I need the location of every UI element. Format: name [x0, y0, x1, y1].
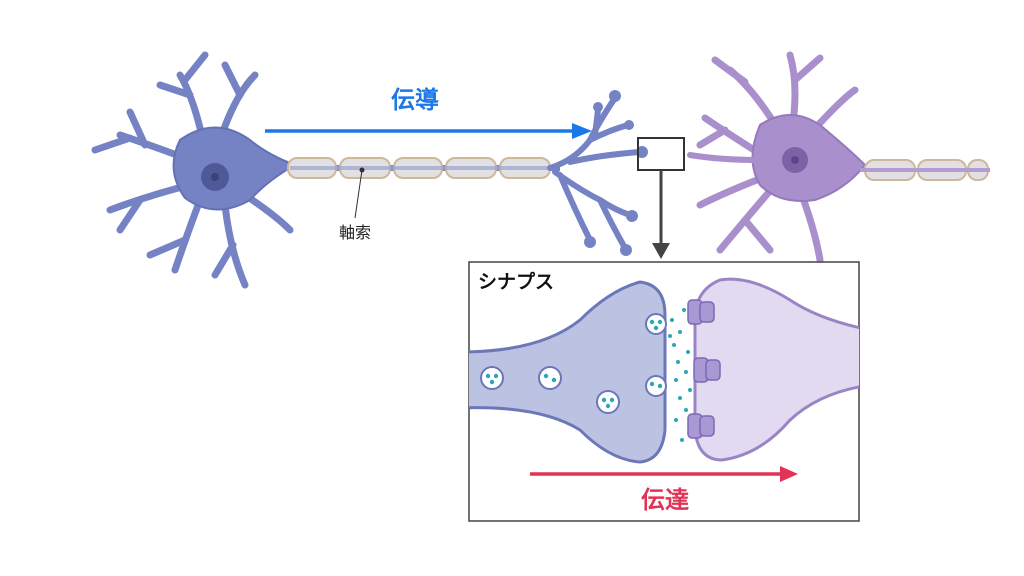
axon-leader-line [354, 169, 363, 219]
synapse-detail-panel: シナプス 伝達 [468, 261, 860, 522]
receptor-icon-2 [693, 357, 721, 383]
axon-terminals [547, 95, 643, 251]
conduction-label: 伝導 [391, 86, 439, 114]
transmission-label: 伝達 [641, 486, 689, 514]
presynaptic-terminal [469, 280, 667, 464]
axon-label: 軸索 [339, 223, 371, 242]
blue-soma [172, 126, 298, 211]
released-neurotransmitters [668, 308, 692, 442]
receptor-icon-3 [687, 413, 715, 439]
receptor-icon-1 [687, 299, 715, 325]
zoom-down-arrow-icon [652, 170, 670, 259]
receptors [687, 299, 721, 439]
vesicle-neurotransmitters [485, 319, 663, 409]
synapse-label: シナプス [478, 270, 554, 293]
purple-soma [751, 114, 867, 202]
terminal-buttons [584, 90, 648, 256]
transmission-arrow-icon [530, 466, 798, 482]
presynaptic-neuron [91, 51, 648, 289]
postsynaptic-neuron [687, 51, 990, 264]
conduction-arrow-icon [265, 123, 592, 139]
synaptic-vesicles [480, 313, 667, 414]
